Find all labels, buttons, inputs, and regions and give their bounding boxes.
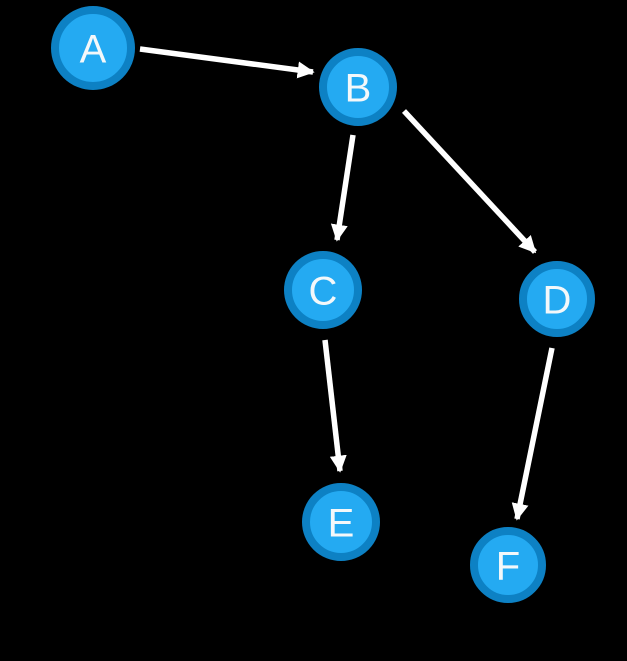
edge-arrow-B-C — [330, 134, 356, 242]
edge-arrow-D-F — [511, 347, 555, 521]
node-circle-D[interactable] — [519, 261, 595, 337]
node-circle-E[interactable] — [302, 483, 380, 561]
node-circle-A[interactable] — [51, 6, 135, 90]
graph-node-A[interactable]: A — [51, 6, 135, 90]
graph-node-B[interactable]: B — [319, 48, 397, 126]
graph-node-D[interactable]: D — [519, 261, 595, 337]
edge-arrow-C-E — [322, 339, 347, 473]
graph-node-E[interactable]: E — [302, 483, 380, 561]
node-circle-C[interactable] — [284, 251, 362, 329]
graph-node-C[interactable]: C — [284, 251, 362, 329]
node-circle-F[interactable] — [470, 527, 546, 603]
graph-node-F[interactable]: F — [470, 527, 546, 603]
edge-arrow-B-D — [401, 109, 538, 254]
edge-arrow-A-B — [139, 46, 315, 79]
node-circle-B[interactable] — [319, 48, 397, 126]
